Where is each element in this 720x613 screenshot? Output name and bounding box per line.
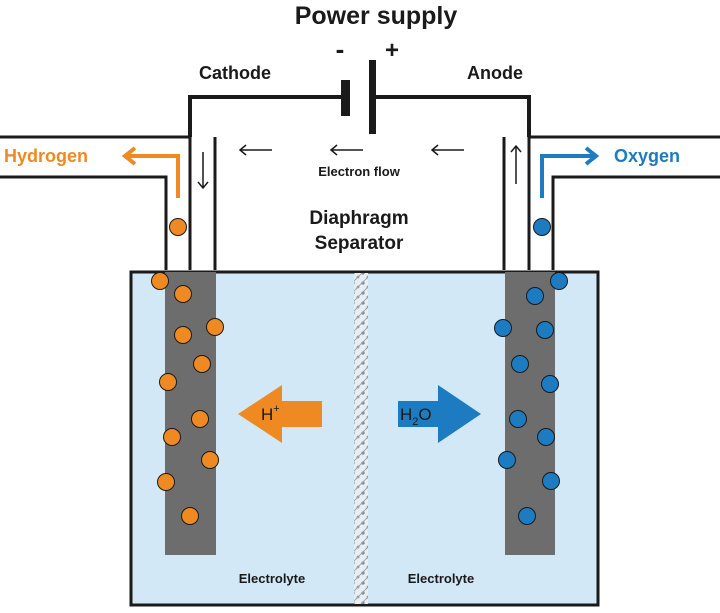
gas-bubble <box>537 428 555 446</box>
gas-bubble <box>511 355 529 373</box>
gas-bubble <box>157 473 175 491</box>
power-supply-title: Power supply <box>295 2 458 30</box>
gas-bubble <box>542 472 560 490</box>
gas-bubble <box>498 451 516 469</box>
hplus-label: H+ <box>261 403 280 424</box>
gas-bubble <box>509 410 527 428</box>
battery-positive-plate <box>369 60 376 134</box>
diaphragm-separator <box>354 273 368 604</box>
electron-flow-label: Electron flow <box>318 164 401 179</box>
battery-positive-sign: + <box>385 37 399 64</box>
separator-label-line2: Separator <box>315 233 404 254</box>
gas-bubble <box>536 321 554 339</box>
electrolyte-label-left: Electrolyte <box>239 571 305 586</box>
electrolyte-label-right: Electrolyte <box>408 571 474 586</box>
water-label: H2O <box>400 405 432 428</box>
gas-bubble <box>163 428 181 446</box>
gas-bubble <box>518 507 536 525</box>
gas-bubble <box>526 287 544 305</box>
hydrogen-bubbles <box>151 218 224 525</box>
gas-bubble <box>159 373 177 391</box>
cathode-label: Cathode <box>199 63 271 83</box>
gas-bubble <box>533 218 551 236</box>
gas-bubble <box>494 319 512 337</box>
anode-label: Anode <box>467 63 523 83</box>
hplus-flow-arrow <box>238 385 322 443</box>
gas-bubble <box>193 355 211 373</box>
oxygen-label: Oxygen <box>614 146 680 166</box>
gas-bubble <box>206 318 224 336</box>
gas-bubble <box>151 272 169 290</box>
gas-bubble <box>174 326 192 344</box>
battery-negative-plate <box>341 80 350 116</box>
gas-bubble <box>201 451 219 469</box>
gas-bubble <box>169 218 187 236</box>
water-flow-arrow <box>398 385 481 443</box>
gas-bubble <box>181 507 199 525</box>
gas-bubble <box>174 285 192 303</box>
oxygen-outflow-arrow <box>540 146 600 198</box>
oxygen-bubbles <box>494 218 568 525</box>
circuit-wire <box>188 95 531 137</box>
gas-bubble <box>541 375 559 393</box>
gas-bubble <box>191 410 209 428</box>
electron-flow-arrows <box>197 144 522 190</box>
hydrogen-label: Hydrogen <box>4 146 88 166</box>
battery-negative-sign: - <box>336 34 345 64</box>
oxygen-pipe <box>502 135 720 270</box>
separator-label-line1: Diaphragm <box>309 208 408 229</box>
hydrogen-outflow-arrow <box>121 146 180 198</box>
gas-bubble <box>550 272 568 290</box>
